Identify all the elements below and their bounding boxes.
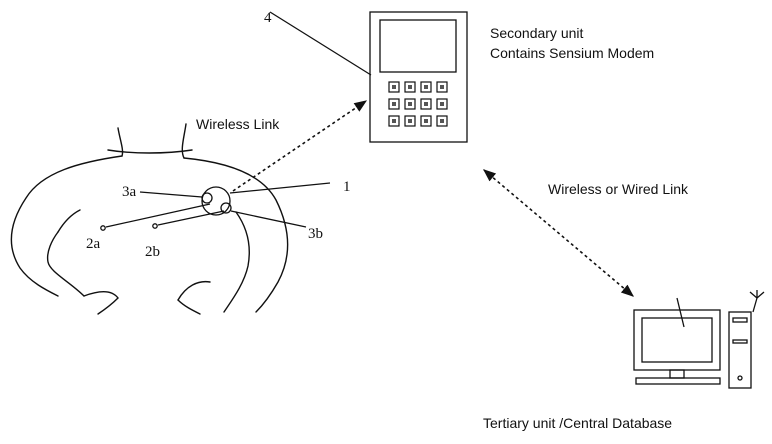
right-shoulder — [184, 158, 288, 312]
keypad-key-glyph — [408, 85, 412, 89]
neck-right — [182, 124, 186, 158]
left-shoulder — [11, 156, 122, 296]
leader-4 — [270, 12, 371, 75]
electrode-2a — [101, 226, 105, 230]
leader-1 — [230, 183, 330, 193]
keypad-key-glyph — [424, 85, 428, 89]
collar-line — [108, 150, 192, 153]
device-body — [370, 12, 467, 142]
tertiary-unit-label: Tertiary unit /Central Database — [483, 415, 672, 431]
ref-3b: 3b — [308, 226, 323, 242]
wireless-or-wired-link-label: Wireless or Wired Link — [548, 181, 689, 197]
antenna-mast — [753, 298, 757, 312]
human-torso — [11, 124, 287, 314]
keypad-key-glyph — [424, 119, 428, 123]
right-side — [224, 212, 249, 312]
keypad-key-glyph — [424, 102, 428, 106]
secondary-unit-subtitle: Contains Sensium Modem — [490, 45, 654, 61]
wire-2a — [106, 204, 210, 227]
electrode-3a — [202, 193, 212, 203]
left-armpit — [58, 210, 80, 232]
monitor-neck — [670, 370, 684, 378]
right-waist — [178, 282, 210, 300]
antenna-icon — [750, 290, 764, 298]
right-hip — [178, 300, 200, 314]
drive-bay — [733, 318, 747, 322]
drive-slot — [733, 340, 747, 343]
left-hip — [98, 298, 118, 314]
wireless-link-label: Wireless Link — [196, 116, 280, 132]
keypad-key-glyph — [408, 119, 412, 123]
monitor-screen — [642, 318, 712, 362]
keypad-key-glyph — [408, 102, 412, 106]
keypad-key-glyph — [440, 102, 444, 106]
keypad-key-glyph — [392, 102, 396, 106]
leader-3a — [140, 192, 202, 197]
monitor-base — [636, 378, 720, 384]
secondary-unit-device — [370, 12, 467, 142]
leader-3b — [231, 211, 306, 227]
ref-2a: 2a — [86, 236, 101, 252]
left-waist — [84, 292, 118, 298]
keypad-key-glyph — [392, 119, 396, 123]
keypad-key-glyph — [440, 85, 444, 89]
device-keypad — [389, 82, 447, 126]
device-screen — [380, 20, 456, 72]
left-side — [48, 232, 84, 296]
electrode-2b — [153, 224, 157, 228]
sensor-unit — [202, 187, 230, 215]
keypad-key-glyph — [440, 119, 444, 123]
screen-pointer-line — [677, 298, 684, 327]
wireless-link-arrow — [233, 101, 366, 191]
power-button — [738, 376, 742, 380]
ref-1: 1 — [343, 179, 351, 195]
keypad-key-glyph — [392, 85, 396, 89]
tertiary-unit-computer — [634, 290, 764, 388]
ref-3a: 3a — [122, 184, 137, 200]
secondary-unit-title: Secondary unit — [490, 25, 584, 41]
ref-2b: 2b — [145, 244, 160, 260]
monitor-frame — [634, 310, 720, 370]
